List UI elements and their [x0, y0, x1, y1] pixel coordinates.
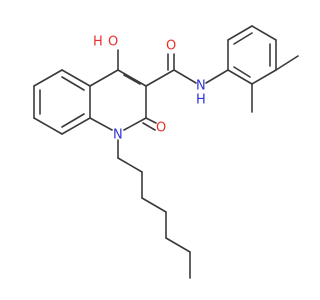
- molecule-svg: O H O N H N O: [33, 25, 299, 279]
- hydroxyl-hydrogen-label: H: [93, 35, 103, 50]
- amide-hydrogen-label: H: [196, 93, 206, 108]
- heptyl-chain: [117, 139, 191, 279]
- ring-carbonyl: [142, 117, 157, 131]
- ring-nitrogen-label: N: [113, 128, 123, 143]
- ring-oxygen-label: O: [156, 121, 166, 136]
- amide-oxygen-label: O: [166, 39, 176, 54]
- amide-nitrogen-label: N: [196, 79, 206, 94]
- dimethylphenyl-ring: [227, 25, 299, 113]
- molecule-structure-diagram: O H O N H N O: [33, 25, 299, 279]
- benzo-ring: [33, 69, 91, 135]
- hydroxyl-oxygen-label: O: [108, 35, 118, 50]
- pyridinone-ring: [89, 69, 147, 131]
- carboxamide-group: [145, 53, 229, 87]
- atom-labels: O H O N H N O: [93, 35, 206, 143]
